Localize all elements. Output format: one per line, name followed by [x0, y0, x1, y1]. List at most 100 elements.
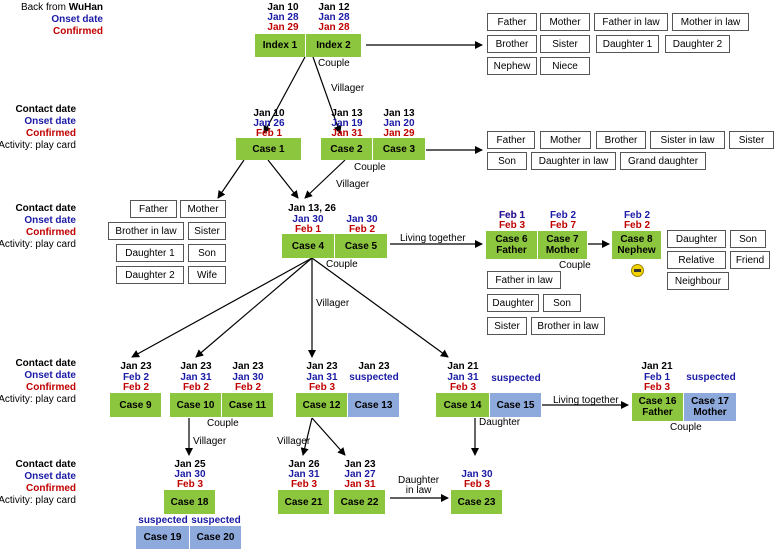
case10-date3: Feb 2 [182, 382, 210, 393]
case14-date2: Jan 31 [447, 372, 479, 383]
case9-date3: Feb 2 [122, 382, 150, 393]
case23-box: Case 23 [451, 490, 503, 514]
case12-box: Case 12 [296, 393, 348, 417]
case14-box: Case 14 [436, 393, 490, 417]
case13-date2: suspected [349, 372, 399, 383]
case6-onset: Feb 1 [498, 210, 526, 221]
legend-confirmed: Confirmed [26, 483, 76, 494]
case7-date2: Feb 2 [549, 210, 577, 221]
legend-row3: Contact date Onset date Confirmed Activi… [0, 203, 76, 251]
relative-brother: Brother [487, 35, 537, 53]
case16-box: Case 16 Father [632, 393, 684, 421]
case11-box: Case 11 [222, 393, 274, 417]
index2-date2: Jan 28 [318, 12, 350, 23]
case19-date2: suspected [138, 515, 188, 526]
case14-date1: Jan 21 [447, 361, 479, 372]
case23-date2: Jan 30 [461, 469, 493, 480]
relative-nephew: Nephew [487, 57, 537, 75]
case11-date1: Jan 23 [232, 361, 264, 372]
case2-date2: Jan 19 [331, 118, 363, 129]
case21-date2: Jan 31 [288, 469, 320, 480]
case16-date3: Feb 3 [643, 382, 671, 393]
case22-box: Case 22 [334, 490, 386, 514]
relative-sister: Sister [487, 317, 527, 335]
legend-contact: Contact date [15, 459, 76, 470]
case13-box: Case 13 [348, 393, 400, 417]
relative-niece: Niece [540, 57, 590, 75]
case7-date3: Feb 7 [549, 220, 577, 231]
case18-date2: Jan 30 [174, 469, 206, 480]
relative-daughter-2: Daughter 2 [665, 35, 730, 53]
villager-note: Villager [331, 83, 365, 94]
case22-date3: Jan 31 [344, 479, 376, 490]
case6-date3: Feb 3 [498, 220, 526, 231]
index1-box: Index 1 [255, 34, 306, 57]
relative-daughter-in-law: Daughter in law [531, 152, 616, 170]
case21-date3: Feb 3 [290, 479, 318, 490]
case2-date1: Jan 13 [331, 108, 363, 119]
case18-date3: Feb 3 [176, 479, 204, 490]
case5-box: Case 5 [335, 234, 388, 258]
case4-date2: Jan 30 [292, 214, 324, 225]
case1-date1: Jan 10 [253, 108, 285, 119]
arrow-case4-case14 [311, 257, 449, 358]
relative-father-in-law: Father in law [594, 13, 668, 31]
relative-brother-in-law: Brother in law [531, 317, 605, 335]
legend-onset: Onset date [24, 471, 76, 482]
legend-confirmed: Confirmed [53, 26, 103, 37]
relative-father: Father [487, 13, 537, 31]
relative-son: Son [730, 230, 766, 248]
case6-date2: Feb 1 [498, 210, 526, 221]
case1-date3: Feb 1 [255, 128, 283, 139]
case2-box: Case 2 [321, 138, 373, 160]
case2-date3: Jan 31 [331, 128, 363, 139]
case7-box: Case 7 Mother [538, 231, 588, 259]
case20-date2: suspected [191, 515, 241, 526]
case15-date2: suspected [491, 373, 541, 384]
legend-activity: Activity: play card [0, 239, 76, 250]
couple-note: Couple [354, 162, 386, 173]
case8-date2: Feb 2 [623, 210, 651, 221]
case3-date3: Jan 29 [383, 128, 415, 139]
case9-date1: Jan 23 [120, 361, 152, 372]
case22-date1: Jan 23 [344, 459, 376, 470]
arrow-case1-case4 [267, 159, 299, 199]
relative-sister: Sister [188, 222, 226, 240]
villager-note: Villager [336, 179, 370, 190]
couple-note: Couple [207, 418, 239, 429]
legend-contact: Contact date [15, 203, 76, 214]
index1-date2: Jan 28 [267, 12, 299, 23]
index2-date3: Jan 28 [318, 22, 350, 33]
legend-row1: Back from WuHan Onset date Confirmed [21, 2, 103, 38]
couple-note: Couple [326, 259, 358, 270]
legend-row4: Contact date Onset date Confirmed Activi… [0, 358, 76, 406]
relative-daughter-2: Daughter 2 [116, 266, 184, 284]
legend-contact: Contact date [15, 104, 76, 115]
legend-confirmed: Confirmed [26, 382, 76, 393]
relative-son: Son [487, 152, 527, 170]
index1-date1: Jan 10 [267, 2, 299, 13]
legend-onset: Onset date [51, 14, 103, 25]
index2-date1: Jan 12 [318, 2, 350, 13]
daughter-note: Daughter [479, 417, 521, 428]
arrow-case1-relatives3 [217, 159, 245, 199]
case13-date1: Jan 23 [358, 361, 390, 372]
case4-date3: Feb 1 [294, 224, 322, 235]
relative-father-in-law: Father in law [487, 271, 561, 289]
index1-date3: Jan 29 [267, 22, 299, 33]
arrow-case2-case4 [304, 159, 346, 199]
couple-note: Couple [318, 58, 350, 69]
case10-date1: Jan 23 [180, 361, 212, 372]
case12-date2: Jan 31 [306, 372, 338, 383]
case16-date2: Feb 1 [643, 372, 671, 383]
case6-box: Case 6 Father [486, 231, 538, 259]
case12-date1: Jan 23 [306, 361, 338, 372]
relative-daughter-1: Daughter 1 [596, 35, 659, 53]
relative-sister: Sister [540, 35, 590, 53]
relative-brother: Brother [596, 131, 646, 149]
legend-onset: Onset date [24, 215, 76, 226]
relative-grand-daughter: Grand daughter [620, 152, 706, 170]
case23-date3: Feb 3 [463, 479, 491, 490]
villager-note: Villager [193, 436, 227, 447]
